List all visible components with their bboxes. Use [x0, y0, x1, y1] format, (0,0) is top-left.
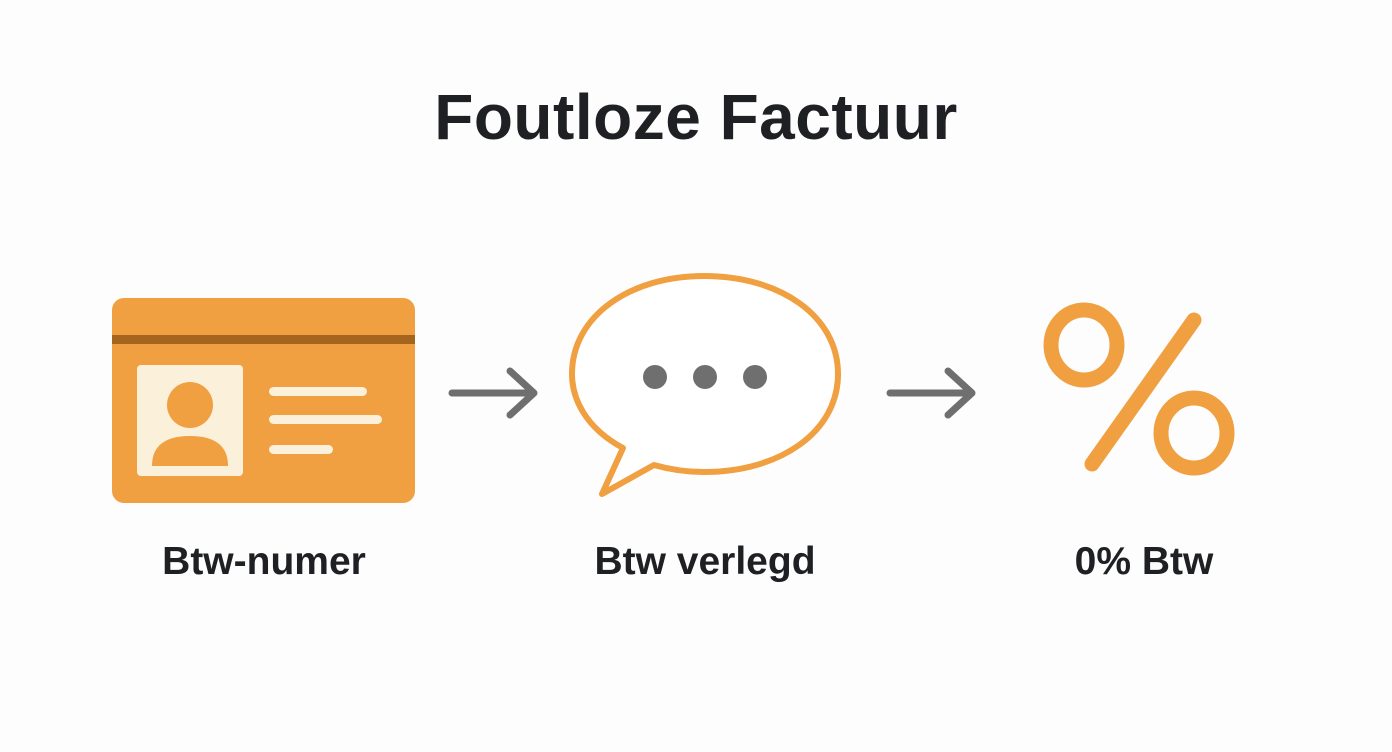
id-card-icon: [112, 298, 415, 503]
arrow-right-icon: [448, 367, 538, 419]
step-label-0-procent-btw: 0% Btw: [1074, 540, 1214, 583]
step-label-btw-verlegd: Btw verlegd: [594, 540, 816, 583]
step-label-btw-nummer: Btw-numer: [162, 540, 366, 583]
percent-icon: [1043, 302, 1235, 476]
speech-bubble-icon: [569, 273, 841, 497]
page-title: Foutloze Factuur: [434, 81, 958, 153]
arrow-right-icon: [886, 367, 976, 419]
